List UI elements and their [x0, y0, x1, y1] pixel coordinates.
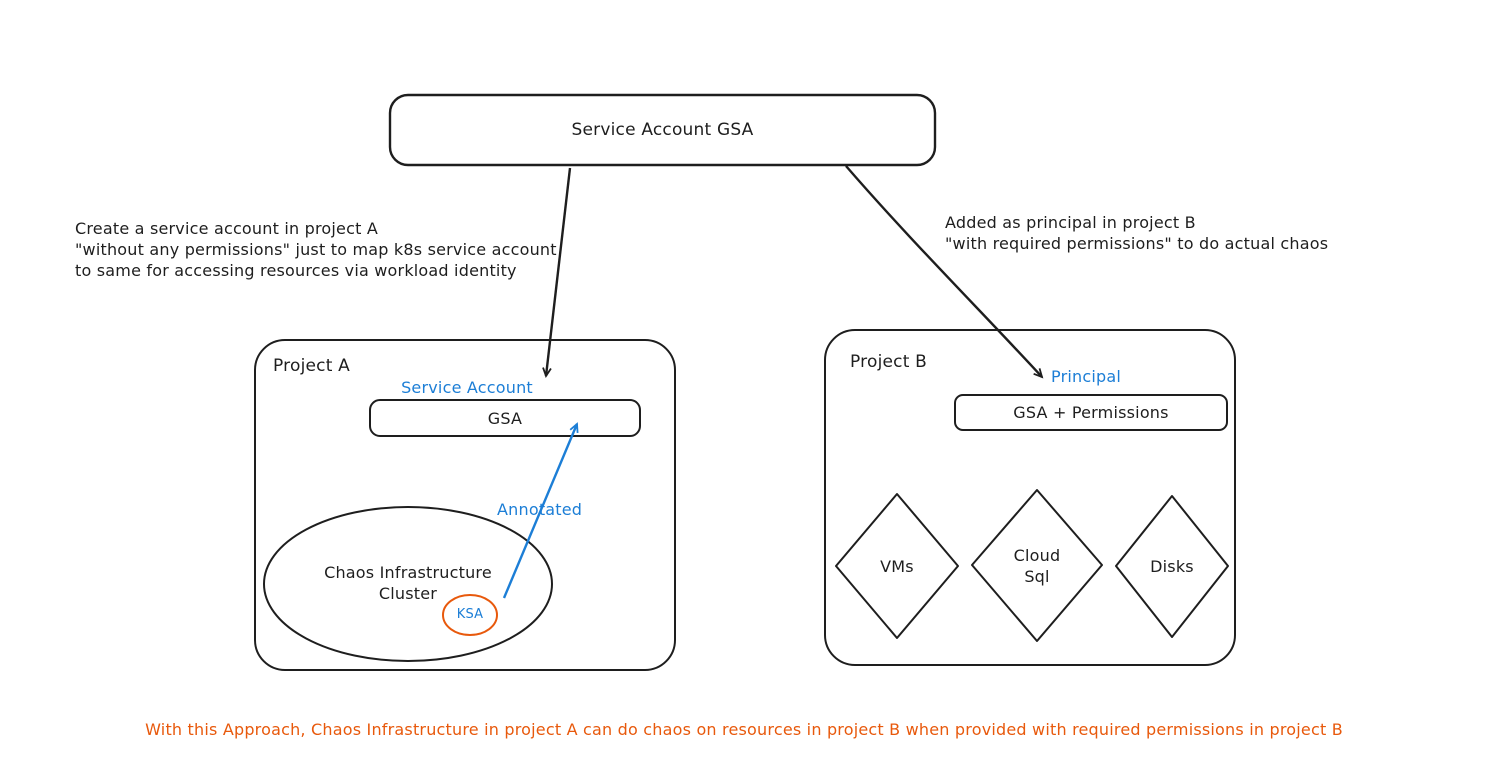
arrow-top-to-project-b	[845, 165, 1044, 379]
disks-diamond	[1115, 495, 1229, 638]
left-note-line-3: to same for accessing resources via work…	[75, 261, 517, 280]
service-account-gsa-box	[388, 93, 937, 167]
project-b-gsa-permissions-label: GSA + Permissions	[1013, 403, 1169, 422]
project-a-service-account-label: Service Account	[401, 378, 533, 397]
project-a-gsa-label: GSA	[487, 408, 523, 428]
project-b-principal-label: Principal	[1051, 367, 1121, 386]
project-a-title: Project A	[273, 356, 350, 376]
cloud-sql-diamond	[971, 489, 1103, 642]
ksa-circle	[442, 594, 498, 636]
chaos-infrastructure-cluster-label: Chaos Infrastructure Cluster	[324, 563, 492, 603]
left-note-line-2: "without any permissions" just to map k8…	[75, 240, 557, 259]
disks-label: Disks	[1150, 557, 1194, 576]
footer-summary-note: With this Approach, Chaos Infrastructure…	[145, 720, 1343, 739]
project-a-container	[254, 339, 676, 671]
annotated-arrow-label: Annotated	[497, 500, 583, 519]
arrow-top-to-project-a	[542, 167, 572, 378]
arrow-ksa-annotated-to-gsa	[502, 422, 579, 599]
project-b-title: Project B	[850, 352, 928, 372]
service-account-gsa-label: Service Account GSA	[571, 119, 754, 140]
left-note-line-1: Create a service account in project A	[75, 219, 379, 238]
ksa-label: KSA	[456, 607, 484, 622]
project-a-gsa-box	[369, 399, 641, 437]
vms-diamond	[835, 493, 959, 639]
right-note-line-2: "with required permissions" to do actual…	[945, 234, 1329, 253]
cloud-sql-label: Cloud Sql	[1013, 546, 1061, 586]
right-note-line-1: Added as principal in project B	[945, 213, 1196, 232]
vms-label: VMs	[880, 557, 914, 576]
project-b-gsa-permissions-box	[954, 394, 1228, 431]
project-b-container	[824, 329, 1236, 666]
chaos-infrastructure-cluster-ellipse	[263, 506, 553, 662]
